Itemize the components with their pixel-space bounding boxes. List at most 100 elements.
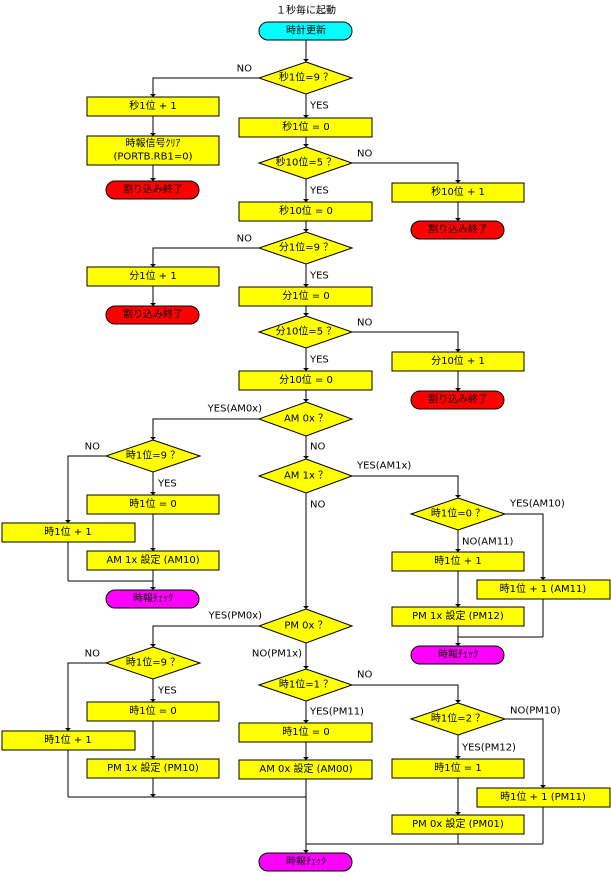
process-h1-inc-am1x-label: 時1位 + 1 (434, 554, 481, 567)
label-yes: YES (157, 479, 177, 490)
decision-h1-0-label: 時1位=0 ？ (431, 507, 485, 520)
chime-label: 時報ﾁｪｯｸ (286, 856, 326, 868)
process-chime-clear-label: 時報信号ｸﾘｱ (126, 138, 181, 150)
process-h1-one-label: 時1位 = 1 (434, 761, 481, 774)
title: １秒毎に起動 (276, 4, 336, 17)
decision-h1-9-am (104, 439, 202, 473)
label-yes-am1x: YES(AM1x) (356, 461, 411, 472)
process-pm0x-set-label: PM 0x 設定 (PM01) (412, 817, 504, 830)
arrowheads (65, 59, 546, 853)
decision-h1-1 (257, 668, 354, 702)
process-h1-inc-am11 (476, 579, 611, 600)
label-no-pm10: NO(PM10) (510, 706, 561, 717)
process-h1-inc-pm11 (476, 787, 611, 808)
label-yes: YES (157, 686, 177, 697)
process-min1-zero-label: 分1位 = 0 (282, 289, 329, 302)
label-yes-pm12: YES(PM12) (461, 743, 516, 754)
decision-pm0x-label: PM 0x ？ (284, 621, 327, 632)
label-no: NO (237, 234, 252, 245)
label-yes: YES (309, 271, 329, 282)
decision-min1 (257, 231, 354, 265)
end-terminal (105, 180, 200, 200)
end-label: 割り込み終了 (428, 223, 488, 236)
process-sec10-inc-label: 秒10位 + 1 (431, 185, 485, 198)
process-h1-inc-pm11-label: 時1位 + 1 (PM11) (500, 790, 586, 803)
process-pm1x-set-pm12-label: PM 1x 設定 (PM12) (412, 609, 504, 622)
decision-min1-label: 分1位=9 ？ (279, 241, 333, 254)
decision-h1-9-pm-label: 時1位=9 ？ (126, 656, 180, 669)
decision-am1x-label: AM 1x ？ (284, 471, 328, 482)
end-label: 割り込み終了 (123, 183, 183, 196)
label-yes: YES (309, 355, 329, 366)
label-yes: YES (309, 186, 329, 197)
end-label: 割り込み終了 (123, 308, 183, 321)
process-sec1-zero-label: 秒1位 = 0 (282, 120, 329, 133)
start-label: 時計更新 (286, 24, 326, 37)
process-chime-clear-sub: (PORTB.RB1=0) (114, 152, 193, 163)
label-yes-pm0x: YES(PM0x) (207, 611, 262, 622)
connectors (67, 40, 544, 853)
label-no: NO (85, 649, 100, 660)
process-min10-zero (238, 370, 373, 391)
label-no-pm1x: NO(PM1x) (252, 649, 302, 660)
process-sec10-zero (238, 201, 373, 222)
process-am0x-set (238, 759, 373, 780)
chime-label: 時報ﾁｪｯｸ (438, 649, 478, 661)
decision-am1x (257, 458, 354, 494)
end-terminal (105, 305, 200, 325)
label-no: NO (310, 442, 325, 453)
label-yes-am0x: YES(AM0x) (207, 404, 262, 415)
process-h1-inc-am (1, 522, 136, 543)
process-am1x-set-label: AM 1x 設定 (AM10) (106, 553, 199, 566)
process-chime-clear (86, 135, 220, 166)
label-no: NO (85, 442, 100, 453)
chime-terminal-final (258, 852, 353, 872)
process-h1-zero-pm11 (238, 722, 373, 743)
process-h1-inc-am11-label: 時1位 + 1 (AM11) (500, 582, 587, 595)
process-sec10-zero-label: 秒10位 = 0 (279, 204, 333, 217)
decision-h1-1-label: 時1位=1 ？ (279, 678, 333, 691)
decision-sec10 (257, 146, 354, 180)
start-terminal (258, 21, 353, 41)
decision-h1-2 (409, 702, 507, 736)
decision-sec10-label: 秒10位=5 ？ (276, 156, 337, 169)
label-no: NO (237, 64, 252, 75)
chime-label: 時報ﾁｪｯｸ (133, 593, 173, 605)
decision-h1-9-am-label: 時1位=9 ？ (126, 449, 180, 462)
process-h1-zero-am-label: 時1位 = 0 (129, 497, 176, 510)
decision-pm0x (257, 608, 354, 644)
process-am0x-set-label: AM 0x 設定 (AM00) (259, 762, 352, 775)
decision-am0x-label: AM 0x ？ (284, 414, 328, 425)
process-min1-inc-label: 分1位 + 1 (129, 269, 176, 282)
label-yes-am10: YES(AM10) (509, 499, 565, 510)
process-min10-inc-label: 分10位 + 1 (431, 354, 485, 367)
decision-h1-2-label: 時1位=2 ？ (431, 712, 485, 725)
label-no: NO (310, 500, 325, 511)
label-no: NO (357, 149, 372, 160)
chime-terminal (410, 645, 505, 665)
decision-am0x (257, 401, 354, 437)
process-min10-zero-label: 分10位 = 0 (279, 373, 333, 386)
process-h1-inc-pm (1, 730, 136, 751)
label-no: NO (357, 670, 372, 681)
title-text: １秒毎に起動 (276, 4, 336, 17)
decision-sec1 (257, 61, 354, 95)
label-no-am11: NO(AM11) (462, 537, 513, 548)
end-terminal (410, 390, 505, 410)
label-yes-pm11: YES(PM11) (309, 707, 364, 718)
chime-terminal (105, 589, 200, 609)
label-yes: YES (309, 101, 329, 112)
end-label: 割り込み終了 (428, 393, 488, 406)
label-no: NO (357, 318, 372, 329)
process-sec1-inc-label: 秒1位 + 1 (129, 99, 176, 112)
process-h1-zero-pm-label: 時1位 = 0 (129, 704, 176, 717)
process-pm1x-set-pm10-label: PM 1x 設定 (PM10) (107, 761, 199, 774)
process-h1-inc-am-label: 時1位 + 1 (44, 525, 91, 538)
process-h1-zero-pm11-label: 時1位 = 0 (282, 725, 329, 738)
decision-min10 (257, 315, 354, 349)
decision-h1-9-pm (104, 646, 202, 680)
process-min1-zero (238, 286, 373, 307)
process-sec1-zero (238, 117, 373, 138)
